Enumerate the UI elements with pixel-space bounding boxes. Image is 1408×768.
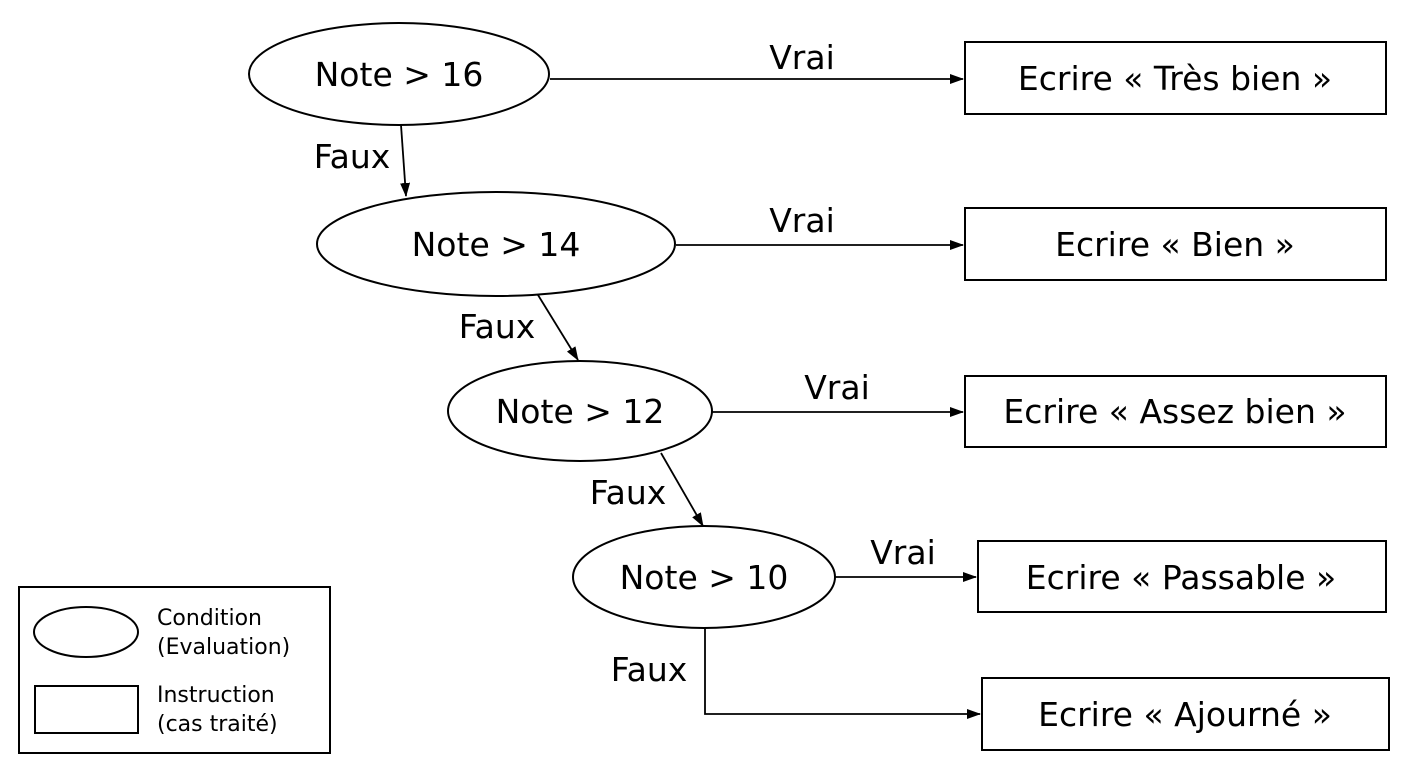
edge-c10-false [704, 627, 981, 719]
edge-label-c10-true: Vrai [870, 533, 936, 572]
edge-label-c12-false: Faux [590, 473, 667, 512]
instruction-node-ajourne: Ecrire « Ajourné » [981, 677, 1390, 751]
legend-ellipse-label-line2: (Evaluation) [157, 635, 290, 660]
legend-rect-swatch [34, 685, 139, 734]
instruction-box [964, 207, 1387, 281]
instruction-label: Ecrire « Assez bien » [1003, 392, 1346, 431]
edge-label-c16-false: Faux [314, 137, 391, 176]
instruction-node-bien: Ecrire « Bien » [964, 207, 1387, 281]
legend-ellipse-label-line1: Condition [157, 606, 262, 631]
condition-label: Note > 14 [412, 225, 581, 264]
instruction-box [964, 41, 1387, 115]
edge-c12-false [660, 452, 704, 527]
edge-labels: Vrai Faux Vrai Faux Vrai Faux Vrai Faux [314, 38, 936, 689]
edge-label-c14-true: Vrai [769, 201, 835, 240]
instruction-node-assez-bien: Ecrire « Assez bien » [964, 375, 1387, 448]
condition-node-c16: Note > 16 [248, 22, 550, 126]
edge-label-c16-true: Vrai [769, 38, 835, 77]
condition-node-c12: Note > 12 [447, 360, 713, 462]
edge-c16-false [400, 124, 411, 197]
edge-label-c10-false: Faux [611, 650, 688, 689]
condition-node-c10: Note > 10 [572, 525, 836, 629]
legend-ellipse-swatch [33, 606, 139, 658]
instruction-node-passable: Ecrire « Passable » [977, 540, 1387, 613]
condition-label: Note > 10 [620, 558, 789, 597]
condition-label: Note > 12 [496, 392, 665, 431]
instruction-box [981, 677, 1390, 751]
legend-rect-label-line1: Instruction [157, 683, 275, 708]
condition-ellipse [248, 22, 550, 126]
instruction-label: Ecrire « Très bien » [1018, 59, 1332, 98]
legend-rect-label-line2: (cas traité) [157, 712, 278, 737]
legend: Condition (Evaluation) Instruction (cas … [18, 586, 331, 754]
condition-ellipse [447, 360, 713, 462]
edge-label-c14-false: Faux [459, 307, 536, 346]
condition-label: Note > 16 [315, 55, 484, 94]
instruction-box [964, 375, 1387, 448]
condition-node-c14: Note > 14 [316, 191, 676, 297]
instruction-box [977, 540, 1387, 613]
instruction-label: Ecrire « Passable » [1026, 558, 1336, 597]
condition-ellipse [572, 525, 836, 629]
condition-ellipse [316, 191, 676, 297]
instruction-node-tres-bien: Ecrire « Très bien » [964, 41, 1387, 115]
edge-c14-false [537, 294, 579, 361]
instruction-label: Ecrire « Bien » [1055, 225, 1295, 264]
instruction-label: Ecrire « Ajourné » [1038, 695, 1332, 734]
edge-label-c12-true: Vrai [804, 368, 870, 407]
edges [400, 74, 981, 719]
